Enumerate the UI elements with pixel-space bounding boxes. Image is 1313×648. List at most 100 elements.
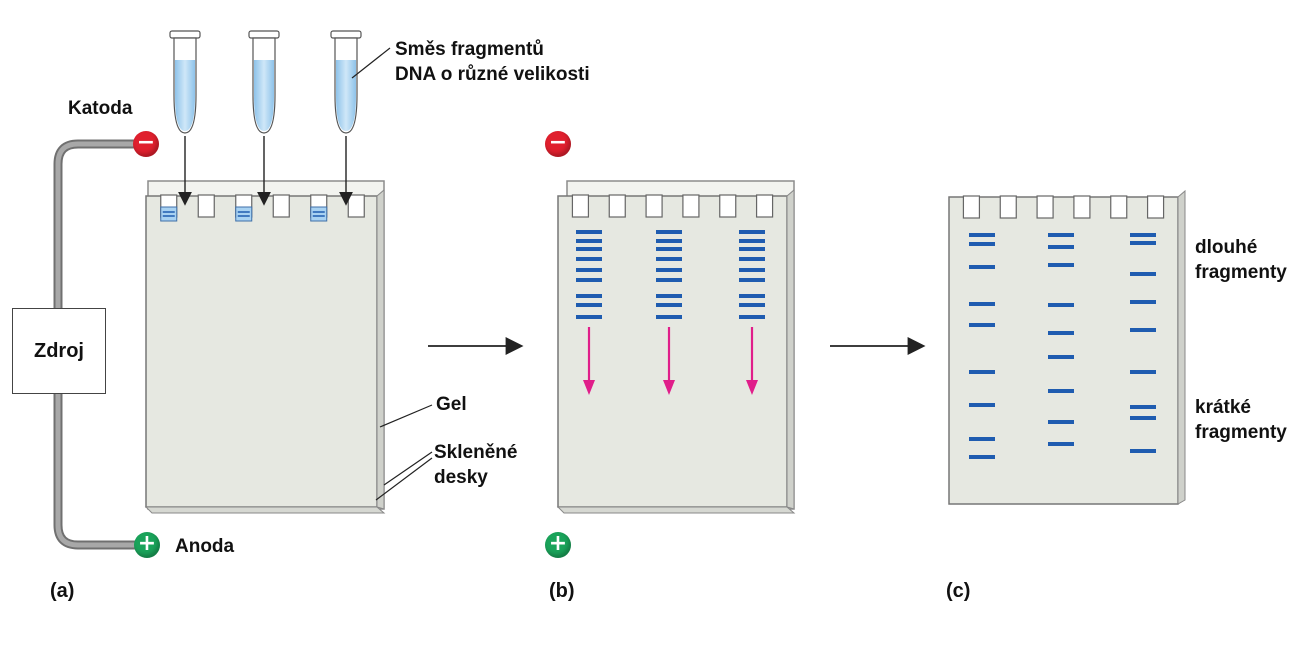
power-wire — [53, 139, 140, 313]
well — [272, 194, 290, 218]
well — [755, 194, 774, 218]
dna-band — [1048, 420, 1074, 424]
well — [1110, 195, 1128, 219]
well-sample — [310, 206, 328, 222]
dna-band — [576, 294, 602, 298]
dna-band — [576, 278, 602, 282]
power-source-box: Zdroj — [12, 308, 106, 394]
bands-b — [576, 230, 765, 319]
dna-band — [1130, 370, 1156, 374]
well — [197, 194, 215, 218]
dna-band — [1130, 233, 1156, 237]
dna-band — [1130, 328, 1156, 332]
dna-band — [656, 294, 682, 298]
dna-band — [739, 315, 765, 319]
well — [719, 194, 737, 218]
sample-tubes — [169, 30, 362, 206]
dna-band — [739, 230, 765, 234]
panel-a — [53, 30, 433, 550]
dna-band — [656, 230, 682, 234]
dna-band — [576, 315, 602, 319]
gel-label: Gel — [436, 394, 467, 415]
panel-label-a: (a) — [50, 580, 75, 602]
power-wire-lower — [53, 387, 140, 550]
migration-arrow-head — [663, 380, 675, 395]
well — [682, 194, 700, 218]
well — [962, 195, 981, 219]
well — [608, 194, 626, 218]
migration-arrows — [583, 327, 758, 395]
well — [999, 195, 1017, 219]
power-source-label: Zdroj — [34, 339, 84, 362]
bands-c — [969, 233, 1156, 459]
well — [1146, 195, 1165, 219]
cathode-minus-icon-b: − — [545, 131, 571, 157]
tube-liquid — [254, 60, 274, 131]
mix-label-line1: Směs fragmentů — [395, 39, 544, 60]
glass-leader-line-1 — [383, 451, 433, 486]
gel-leader-line — [379, 404, 433, 428]
dna-band — [656, 257, 682, 261]
dna-band — [969, 323, 995, 327]
dna-band — [969, 370, 995, 374]
dna-band — [656, 303, 682, 307]
dna-band — [656, 268, 682, 272]
anode-plus-icon: + — [134, 532, 160, 558]
dna-band — [1130, 449, 1156, 453]
dna-band — [576, 257, 602, 261]
mix-leader-line — [351, 47, 391, 79]
cathode-minus-icon: − — [133, 131, 159, 157]
dna-band — [576, 230, 602, 234]
dna-band — [969, 265, 995, 269]
dna-band — [1048, 389, 1074, 393]
dna-band — [1048, 263, 1074, 267]
well-sample — [160, 206, 178, 222]
dna-band — [656, 278, 682, 282]
tube-rim — [248, 30, 280, 39]
tube-liquid — [175, 60, 195, 131]
wells-b — [571, 194, 774, 218]
dna-band — [739, 303, 765, 307]
dna-band — [739, 247, 765, 251]
well — [645, 194, 663, 218]
dna-band — [1130, 241, 1156, 245]
dna-band — [656, 239, 682, 243]
well-sample — [235, 206, 253, 222]
panel-c — [948, 189, 1186, 505]
dna-band — [969, 437, 995, 441]
panel-b — [556, 180, 796, 514]
long-fragments-label-line2: fragmenty — [1195, 262, 1287, 283]
tube-liquid — [336, 60, 356, 131]
dna-band — [1048, 331, 1074, 335]
anode-plus-icon-b: + — [545, 532, 571, 558]
dna-band — [969, 233, 995, 237]
cathode-label: Katoda — [68, 98, 133, 119]
dna-band — [576, 239, 602, 243]
dna-band — [1130, 416, 1156, 420]
dna-band — [969, 403, 995, 407]
dna-band — [1130, 272, 1156, 276]
samples-a — [160, 206, 328, 222]
dna-band — [1048, 442, 1074, 446]
anode-label: Anoda — [175, 536, 235, 557]
dna-band — [576, 303, 602, 307]
dna-band — [739, 278, 765, 282]
short-fragments-label-line2: fragmenty — [1195, 422, 1287, 443]
dna-band — [576, 247, 602, 251]
dna-band — [1048, 233, 1074, 237]
dna-band — [739, 294, 765, 298]
glass-label-line2: desky — [434, 467, 488, 488]
dna-band — [1130, 405, 1156, 409]
dna-band — [739, 268, 765, 272]
panel-label-c: (c) — [946, 580, 971, 602]
dna-band — [739, 239, 765, 243]
long-fragments-label-line1: dlouhé — [1195, 237, 1258, 258]
short-fragments-label-line1: krátké — [1195, 397, 1251, 418]
gel-a — [145, 195, 378, 508]
dna-band — [656, 315, 682, 319]
glass-leader-line-2 — [375, 457, 433, 501]
dna-band — [1048, 245, 1074, 249]
dna-band — [969, 302, 995, 306]
migration-arrow-head — [583, 380, 595, 395]
